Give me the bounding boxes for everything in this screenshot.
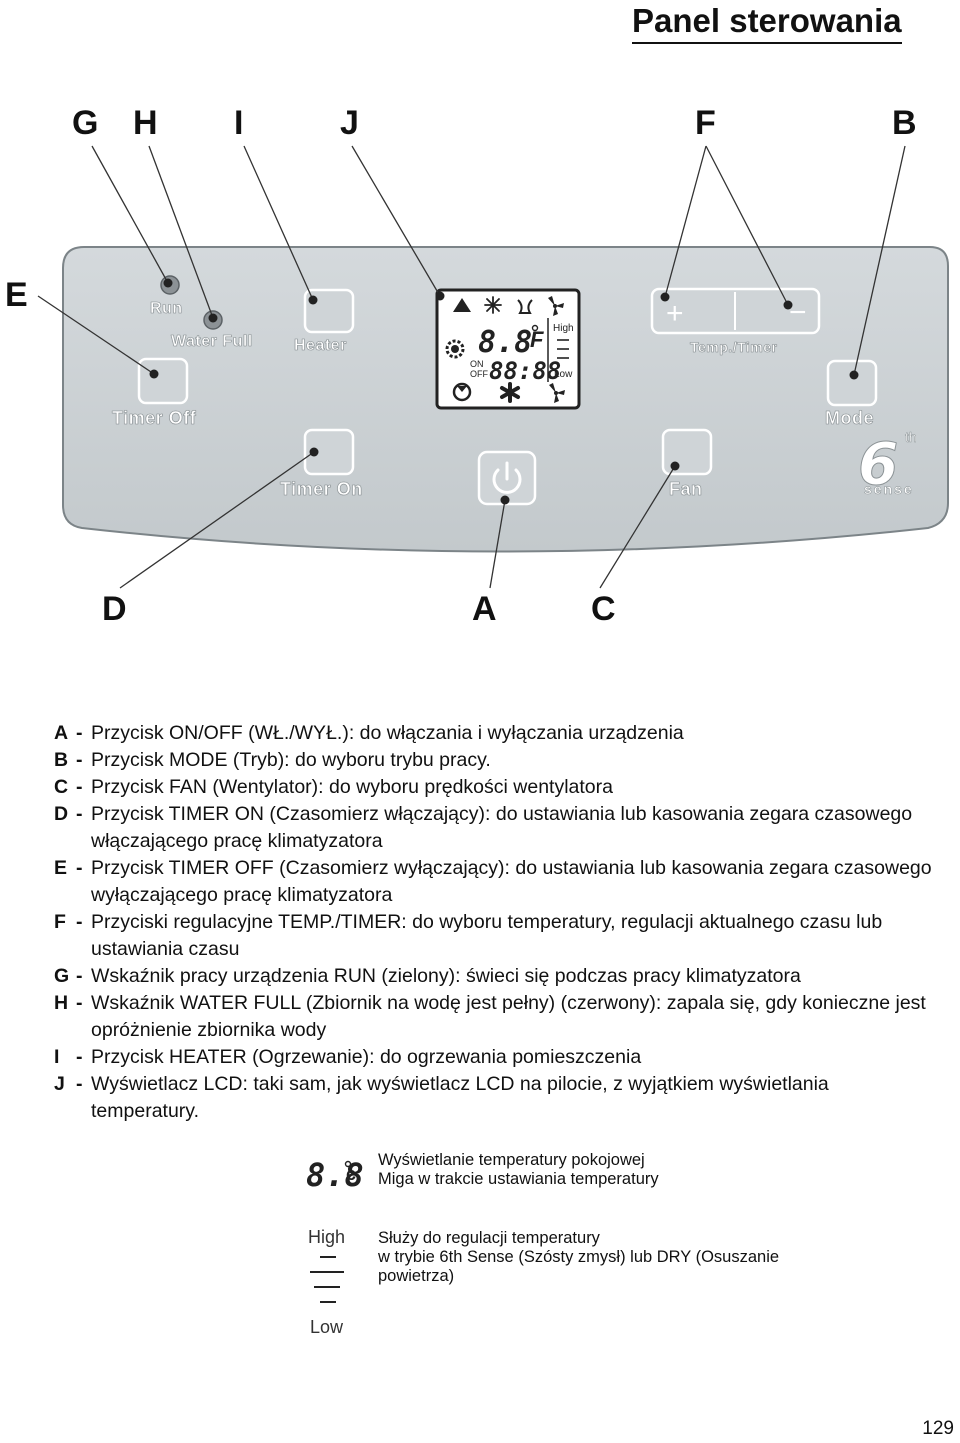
svg-text:6: 6 xyxy=(858,430,898,498)
temp-info-line1: Wyświetlanie temperatury pokojowej xyxy=(378,1151,645,1169)
fan-info-line1: Służy do regulacji temperatury xyxy=(378,1229,600,1247)
lcd-sun-icon xyxy=(445,339,465,359)
callout-h: H xyxy=(133,104,158,142)
timer-on-button xyxy=(303,428,355,476)
timer-on-label: Timer On xyxy=(280,479,363,500)
temp-info: Wyświetlanie temperatury pokojowej Miga … xyxy=(378,1151,659,1189)
legend-item: H-Wskaźnik WATER FULL (Zbiornik na wodę … xyxy=(54,992,926,1041)
lcd-bottom-icons xyxy=(452,382,565,403)
legend-item: F-Przyciski regulacyjne TEMP./TIMER: do … xyxy=(54,911,883,960)
mode-button xyxy=(826,359,878,407)
legend-list: A-Przycisk ON/OFF (WŁ./WYŁ.): do włączan… xyxy=(54,720,934,1125)
lcd-display xyxy=(435,288,581,410)
legend-item: D-Przycisk TIMER ON (Czasomierz włączają… xyxy=(54,803,913,852)
legend-item: A-Przycisk ON/OFF (WŁ./WYŁ.): do włączan… xyxy=(54,722,684,744)
callout-b: B xyxy=(892,104,917,142)
legend-item: J-Wyświetlacz LCD: taki sam, jak wyświet… xyxy=(54,1073,829,1122)
lcd-temp-unit: F xyxy=(530,327,544,352)
control-panel-diagram: 8.8 F ON OFF 88:88 High Low + − 6 th sen… xyxy=(37,145,949,589)
fan-info: Służy do regulacji temperatury w trybie … xyxy=(378,1229,779,1286)
page-title: Panel sterowania xyxy=(632,2,902,44)
timer-off-button xyxy=(137,357,189,405)
legend-item: B-Przycisk MODE (Tryb): do wyboru trybu … xyxy=(54,749,491,771)
lcd-on-label: ON xyxy=(470,359,484,369)
lcd-mode-icons xyxy=(453,296,564,316)
heater-label: Heater xyxy=(294,337,347,355)
legend-item: I-Przycisk HEATER (Ogrzewanie): do ogrze… xyxy=(54,1046,642,1068)
fan-button xyxy=(661,428,713,476)
lcd-off-label: OFF xyxy=(470,369,488,379)
fan-info-line3: powietrza) xyxy=(378,1267,455,1285)
leader-dots xyxy=(149,278,859,505)
legend-item: E-Przycisk TIMER OFF (Czasomierz wyłącza… xyxy=(54,857,932,906)
callout-d: D xyxy=(102,590,127,628)
callout-e: E xyxy=(5,276,28,314)
callout-i: I xyxy=(234,104,244,142)
lcd-time-digits: 88:88 xyxy=(489,357,561,385)
callout-f: F xyxy=(695,104,716,142)
lcd-low-label: Low xyxy=(554,369,573,380)
svg-text:Low: Low xyxy=(310,1317,344,1337)
callout-g: G xyxy=(72,104,99,142)
plus-symbol: + xyxy=(666,297,684,330)
page-number: 129 xyxy=(922,1418,954,1439)
legend-item: C-Przycisk FAN (Wentylator): do wyboru p… xyxy=(54,776,613,798)
lcd-temp-digits: 8.8 xyxy=(478,325,532,360)
svg-text:c: c xyxy=(346,1164,356,1184)
callout-a: A xyxy=(472,590,497,628)
temp-timer-label: Temp./Timer xyxy=(690,339,778,356)
legend-item: G-Wskaźnik pracy urządzenia RUN (zielony… xyxy=(54,965,801,987)
callout-j: J xyxy=(340,104,359,142)
fan-label: Fan xyxy=(669,479,703,500)
minus-symbol: − xyxy=(789,296,807,329)
mode-label: Mode xyxy=(825,408,874,429)
leader-lines xyxy=(37,145,906,589)
svg-text:8.8: 8.8 xyxy=(306,1156,364,1194)
power-icon xyxy=(492,461,522,494)
fan-info-line2: w trybie 6th Sense (Szósty zmysł) lub DR… xyxy=(378,1248,780,1266)
temp-display-icon: 8.8 c xyxy=(306,1156,364,1194)
svg-text:th: th xyxy=(905,429,917,445)
run-label: Run xyxy=(150,300,183,318)
callout-c: C xyxy=(591,590,616,628)
temp-info-line2: Miga w trakcie ustawiania temperatury xyxy=(378,1170,659,1188)
svg-text:sense: sense xyxy=(864,481,914,497)
lcd-high-label: High xyxy=(553,323,574,334)
timer-off-label: Timer Off xyxy=(112,408,197,429)
fan-level-icon: High Low xyxy=(308,1227,345,1337)
svg-text:High: High xyxy=(308,1227,345,1247)
sixth-sense-logo: 6 th sense xyxy=(858,429,917,499)
water-full-label: Water Full xyxy=(171,333,253,351)
